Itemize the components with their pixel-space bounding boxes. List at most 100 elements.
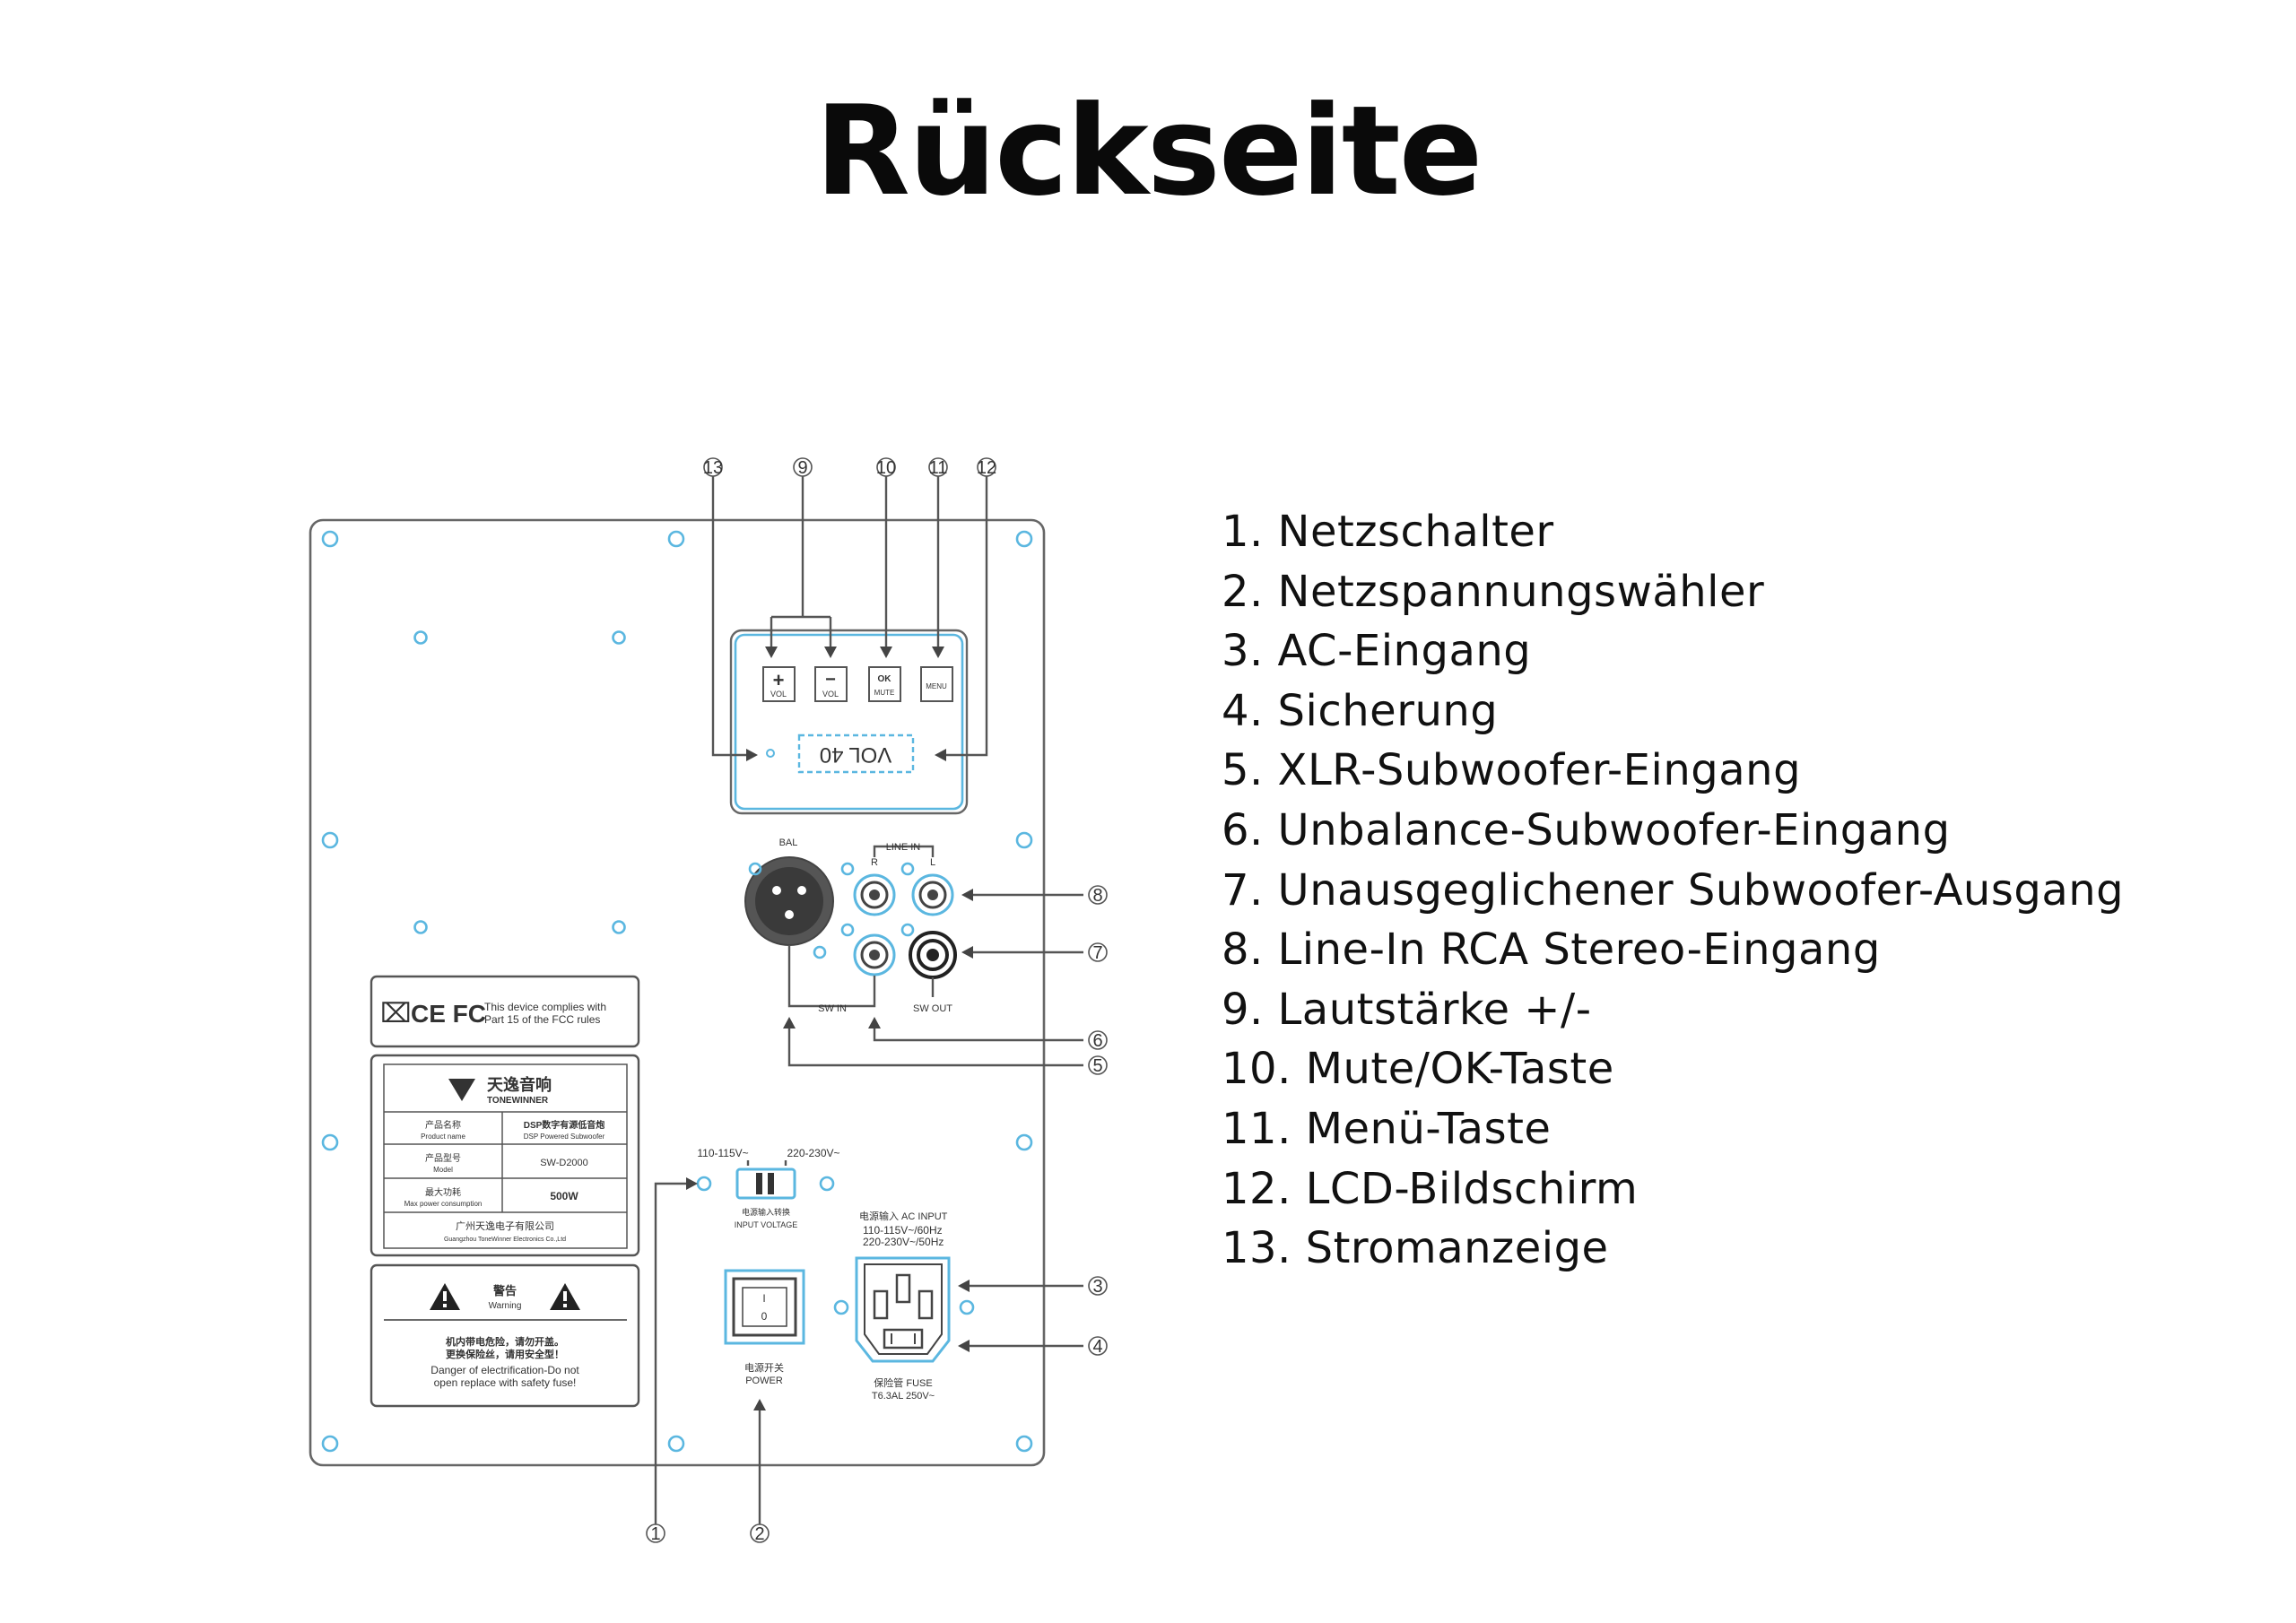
- legend-item: 4. Sicherung: [1222, 685, 1499, 736]
- mount-hole-small: [840, 923, 855, 937]
- control-panel-inner: [734, 633, 964, 811]
- legend-item: 9. Lautstärke +/-: [1222, 984, 1592, 1035]
- power-cn: 电源开关: [744, 1361, 784, 1374]
- svg-text:警告: 警告: [493, 1284, 517, 1298]
- legend-item: 10. Mute/OK-Taste: [1222, 1044, 1614, 1095]
- svg-text:10: 10: [876, 458, 896, 478]
- sw-in-bracket: [787, 945, 876, 1008]
- weee-bin-icon: ⌧: [380, 999, 412, 1028]
- ac-input-line-2: 220-230V~/50Hz: [863, 1236, 944, 1248]
- svg-text:产品型号: 产品型号: [425, 1152, 461, 1164]
- callout-1: 1: [646, 1523, 665, 1544]
- callout-8: 8: [1088, 885, 1108, 906]
- legend-item: 6. Unbalance-Subwoofer-Eingang: [1222, 804, 1951, 855]
- sw-in-label: SW IN: [818, 1003, 847, 1014]
- callout-3: 3: [1088, 1276, 1108, 1297]
- sw-out-label: SW OUT: [913, 1003, 952, 1014]
- callout-5: 5: [1088, 1055, 1108, 1076]
- fuse-cn: 保险管 FUSE: [874, 1376, 932, 1389]
- fuse-rating: T6.3AL 250V~: [872, 1391, 935, 1402]
- bal-label: BAL: [779, 838, 798, 848]
- svg-text:3: 3: [1092, 1277, 1102, 1297]
- svg-text:TONEWINNER: TONEWINNER: [487, 1096, 549, 1106]
- callout-leaders-bottom: [654, 1182, 761, 1524]
- svg-text:7: 7: [1092, 943, 1102, 963]
- svg-text:I: I: [762, 1292, 765, 1305]
- lcd-readout: VOL 40: [820, 742, 892, 767]
- line-in-bracket: [873, 845, 935, 857]
- vol-plus-button[interactable]: + VOL: [762, 666, 796, 702]
- svg-text:天逸音响: 天逸音响: [487, 1075, 552, 1094]
- svg-text:9: 9: [797, 458, 807, 478]
- svg-text:Warning: Warning: [489, 1301, 522, 1311]
- svg-text:更换保险丝，请用安全型！: 更换保险丝，请用安全型！: [446, 1348, 564, 1360]
- power-switch[interactable]: I 0: [724, 1269, 805, 1345]
- svg-text:1: 1: [650, 1524, 660, 1544]
- svg-text:Max power consumption: Max power consumption: [404, 1200, 483, 1208]
- svg-text:Model: Model: [433, 1166, 453, 1174]
- tonewinner-logo-icon: [448, 1079, 475, 1101]
- svg-text:This device complies with: This device complies with: [484, 1001, 606, 1013]
- mount-hole-small: [819, 1176, 835, 1192]
- voltage-selector-switch[interactable]: [735, 1167, 796, 1200]
- legend-item: 8. Line-In RCA Stereo-Eingang: [1222, 924, 1881, 976]
- sw-in-rca-jack[interactable]: [853, 933, 896, 976]
- rear-panel-outline: [309, 518, 1046, 1467]
- callout-13: 13: [703, 457, 723, 478]
- voltage-label-bracket: [746, 1160, 787, 1166]
- svg-text:Part 15 of the FCC rules: Part 15 of the FCC rules: [484, 1013, 600, 1026]
- nameplate-label: 天逸音响 TONEWINNER 产品名称 Product name DSP数字有…: [370, 1054, 640, 1257]
- legend-item: 12. LCD-Bildschirm: [1222, 1163, 1639, 1214]
- svg-text:0: 0: [761, 1310, 768, 1323]
- legend-item: 5. XLR-Subwoofer-Eingang: [1222, 745, 1802, 796]
- svg-text:产品名称: 产品名称: [425, 1119, 461, 1131]
- svg-text:MUTE: MUTE: [874, 689, 895, 697]
- vol-minus-button[interactable]: − VOL: [814, 666, 848, 702]
- callout-2: 2: [750, 1523, 770, 1544]
- svg-text:SW-D2000: SW-D2000: [540, 1158, 588, 1168]
- svg-text:5: 5: [1092, 1056, 1102, 1076]
- svg-text:最大功耗: 最大功耗: [425, 1186, 461, 1198]
- callout-arrowheads-bottom: [686, 1177, 766, 1410]
- svg-text:Guangzhou ToneWinner Electroni: Guangzhou ToneWinner Electronics Co.,Ltd: [444, 1237, 566, 1243]
- power-label: POWER: [745, 1376, 783, 1386]
- line-in-r-label: R: [871, 857, 878, 868]
- mount-hole-small: [813, 945, 827, 959]
- menu-button[interactable]: MENU: [920, 666, 953, 702]
- svg-text:Danger of electrification-Do n: Danger of electrification-Do not: [430, 1364, 579, 1376]
- svg-text:Product name: Product name: [421, 1133, 465, 1141]
- rear-panel-diagram: + VOL − VOL OK MUTE MENU VOL 40 13 9: [309, 457, 1108, 1544]
- input-voltage-cn: 电源输入转换: [742, 1207, 790, 1217]
- mount-hole-small: [696, 1176, 712, 1192]
- fuse-holder[interactable]: [883, 1328, 924, 1350]
- svg-text:VOL: VOL: [822, 690, 839, 699]
- svg-text:MENU: MENU: [926, 682, 947, 690]
- callout-6: 6: [1088, 1030, 1108, 1051]
- lcd-screen: [797, 733, 915, 774]
- input-voltage-label: INPUT VOLTAGE: [735, 1220, 798, 1229]
- legend-item: 2. Netzspannungswähler: [1222, 566, 1765, 617]
- svg-text:8: 8: [1092, 886, 1102, 906]
- line-in-r-rca-jack[interactable]: [853, 873, 896, 916]
- line-in-l-rca-jack[interactable]: [911, 873, 954, 916]
- callout-9: 9: [793, 457, 813, 478]
- svg-text:OK: OK: [878, 674, 892, 684]
- xlr-input-connector[interactable]: [744, 856, 834, 946]
- svg-text:4: 4: [1092, 1337, 1102, 1357]
- callout-10: 10: [876, 457, 896, 478]
- page-title: Rückseite: [814, 79, 1483, 223]
- sw-out-rca-jack[interactable]: [909, 931, 957, 979]
- callout-leaders-right: [787, 893, 1083, 1067]
- mount-hole-small: [959, 1299, 975, 1315]
- mount-hole-small: [900, 862, 915, 876]
- callout-4: 4: [1088, 1336, 1108, 1357]
- svg-text:+: +: [773, 669, 785, 691]
- ac-input-cn: 电源输入 AC INPUT: [859, 1210, 948, 1222]
- callout-leaders-top: [711, 475, 988, 757]
- line-in-label: LINE IN: [886, 842, 921, 853]
- mount-hole-small: [833, 1299, 849, 1315]
- warning-label: 警告 Warning 机内带电危险，请勿开盖。 更换保险丝，请用安全型！ Dan…: [370, 1263, 640, 1408]
- mounting-holes: [321, 530, 1033, 1453]
- mute-ok-button[interactable]: OK MUTE: [868, 666, 901, 702]
- mount-hole-small: [748, 862, 762, 876]
